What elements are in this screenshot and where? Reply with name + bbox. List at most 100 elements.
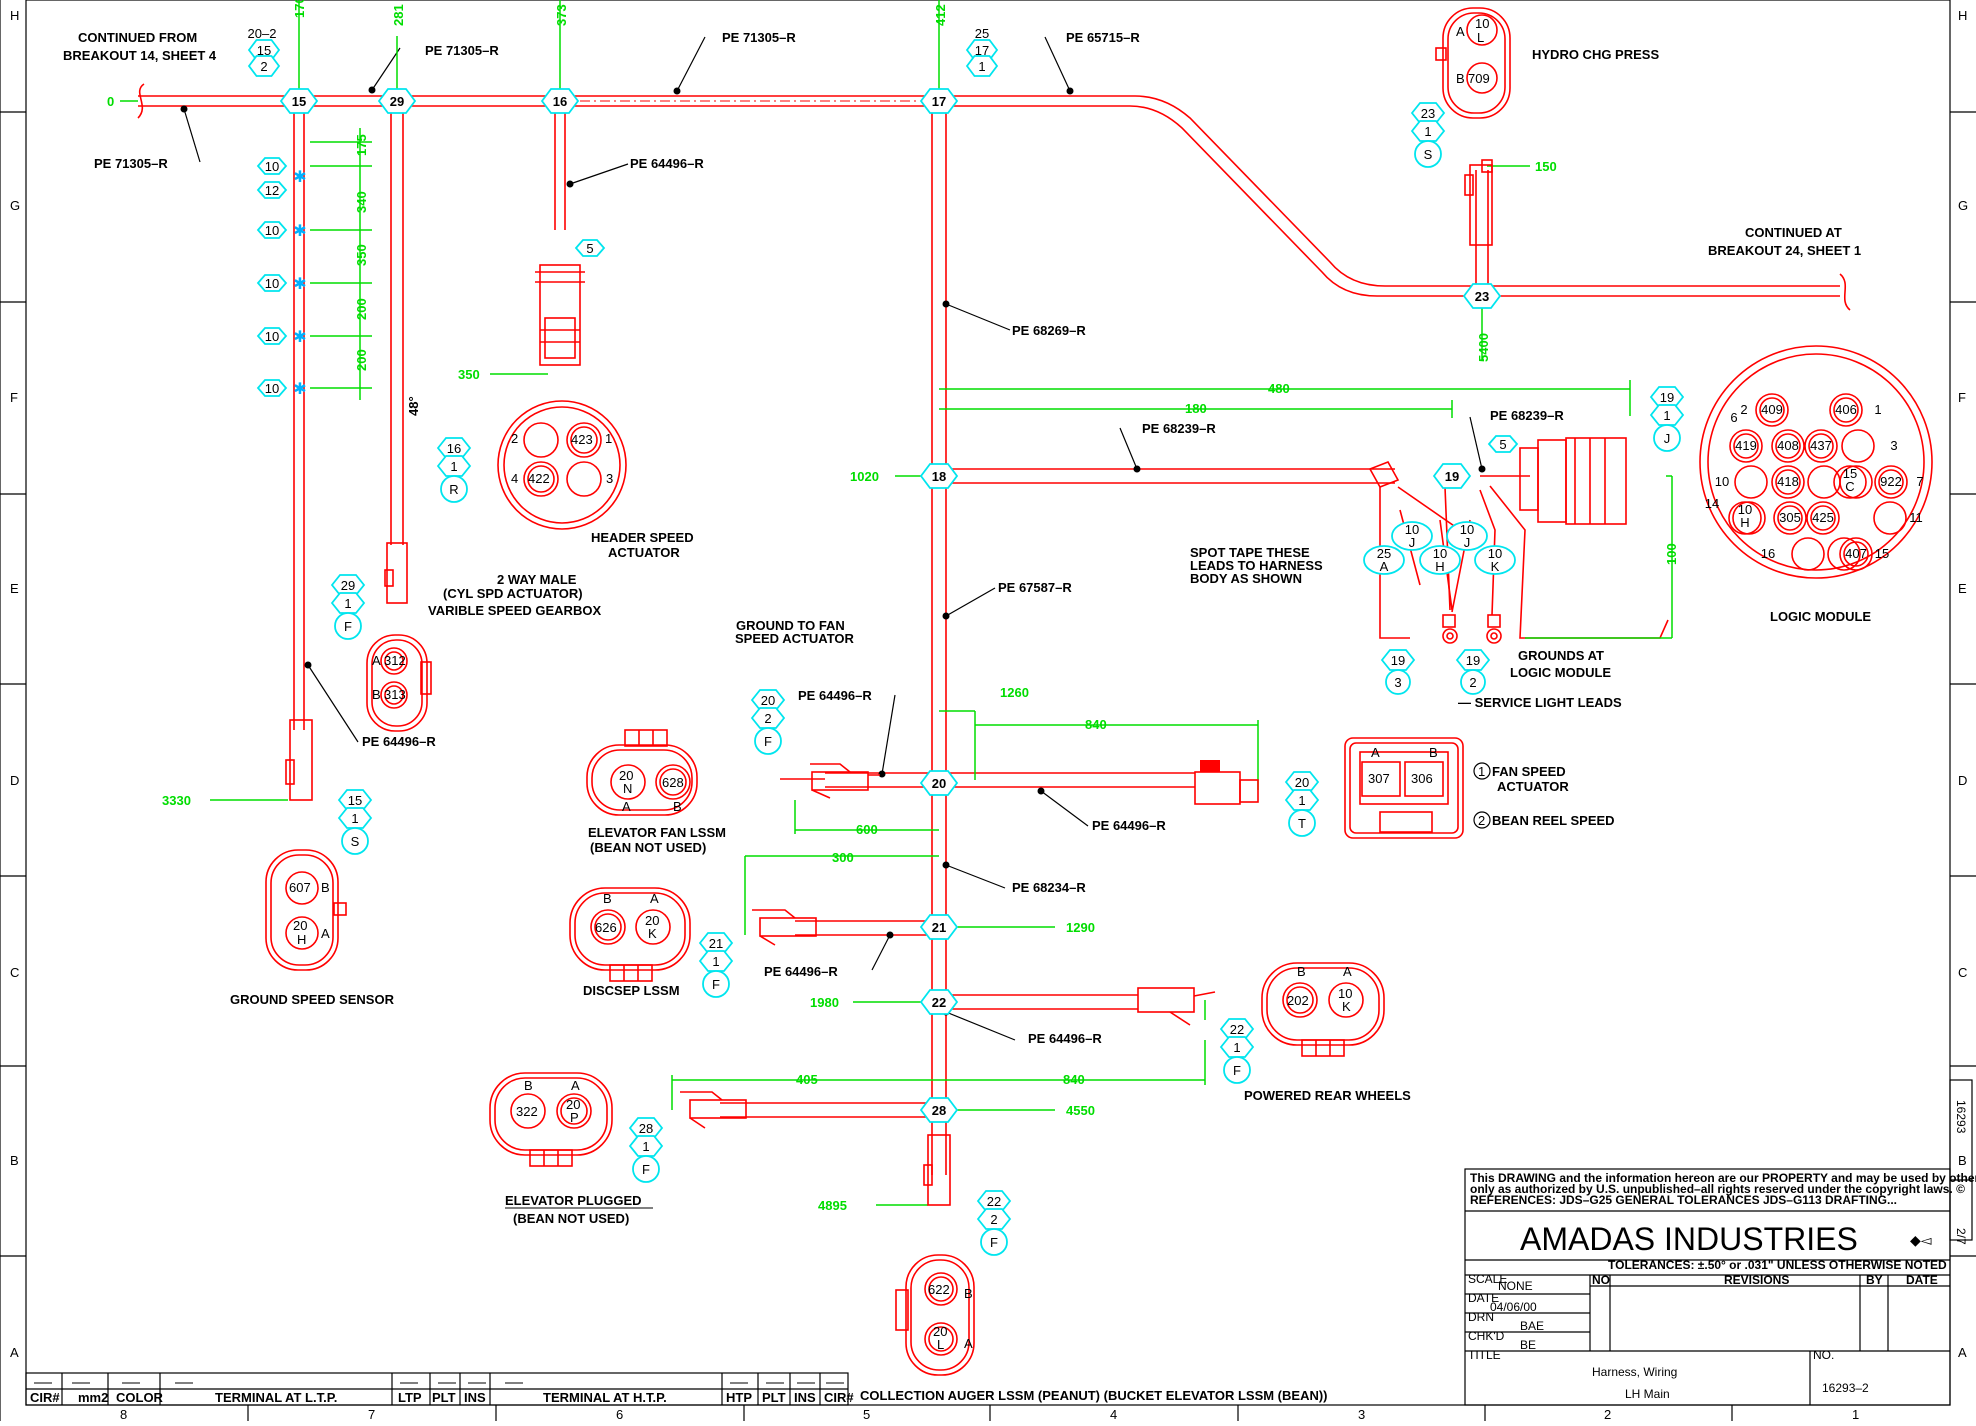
logic-pin-number: 6 — [1730, 410, 1737, 425]
node-20 — [919, 770, 959, 796]
header-pin-1: 1 — [605, 431, 612, 446]
tag-19-3-top-text: 19 — [1391, 653, 1405, 668]
date-value: 04/06/00 — [1490, 1300, 1537, 1314]
node-16 — [540, 88, 580, 114]
notice-1: This DRAWING and the information hereon … — [1470, 1171, 1976, 1185]
hydro-cav-b: 709 — [1468, 71, 1490, 86]
node-29 — [377, 88, 417, 114]
tag-20-1t-mid — [1284, 789, 1320, 811]
node-label: 21 — [932, 920, 946, 935]
rear-wheels-title: POWERED REAR WHEELS — [1244, 1088, 1411, 1103]
logic-module-title: LOGIC MODULE — [1770, 609, 1871, 624]
dim-value: 3330 — [162, 793, 191, 808]
tag-text: 15 — [257, 43, 271, 58]
node-15 — [279, 88, 319, 114]
logic-cavity-text: 419 — [1735, 438, 1757, 453]
logic-pin-number: 15 — [1875, 546, 1889, 561]
dim-value: 4895 — [818, 1198, 847, 1213]
dim-value: 412 — [933, 4, 948, 26]
header-cav-423: 423 — [571, 432, 593, 447]
side-number: 16293 — [1954, 1100, 1968, 1134]
dim-value: 340 — [354, 191, 369, 213]
fan-actuator-label-1: GROUND TO FAN — [736, 618, 845, 633]
leader-line — [1044, 36, 1071, 92]
tag-21f-bot — [702, 970, 730, 998]
ladder-tag — [256, 181, 288, 199]
row-label-right: D — [1958, 773, 1967, 788]
node-label: 20 — [932, 776, 946, 791]
logic-module-connector — [1519, 345, 1933, 579]
wire-code: PE 65715–R — [1066, 30, 1140, 45]
fan-speed-pin-b: B — [1429, 745, 1438, 760]
wire-code: PE 64496–R — [798, 688, 872, 703]
lead-bubble — [1446, 521, 1488, 551]
wire-code: PE 64496–R — [1092, 818, 1166, 833]
ladder-asterisk: ✱ — [293, 169, 306, 186]
dim-value: 175 — [354, 134, 369, 156]
leader-line — [183, 108, 201, 163]
tag-19-3-bot-text: 3 — [1394, 675, 1401, 690]
logic-cavity-text: 408 — [1777, 438, 1799, 453]
discsep-cav-k: K — [648, 926, 657, 941]
tag-19-2-bot-text: 2 — [1469, 675, 1476, 690]
auger-cav-l: L — [937, 1337, 944, 1352]
continued-at-line1: CONTINUED AT — [1745, 225, 1842, 240]
tag-29f-top-text: 29 — [341, 578, 355, 593]
elevator-plugged-title-2: (BEAN NOT USED) — [513, 1211, 629, 1226]
logic-cavity — [1806, 501, 1840, 535]
row-label-right: E — [1958, 581, 1967, 596]
drn-value: BAE — [1520, 1319, 1544, 1333]
tag-28f-mid-text: 1 — [642, 1139, 649, 1154]
wire-code: PE 71305–R — [94, 156, 168, 171]
node-label: 23 — [1475, 289, 1489, 304]
fan-speed-n2: 2 — [1478, 813, 1485, 828]
auger-pin-a: A — [964, 1336, 973, 1351]
ladder-tag — [256, 157, 288, 175]
strip-header: COLOR — [116, 1390, 164, 1405]
ladder-tag-text: 12 — [265, 183, 279, 198]
dim-value: 300 — [832, 850, 854, 865]
node-label: 18 — [932, 469, 946, 484]
leader-line — [307, 664, 359, 743]
tag-25: 25 — [975, 26, 989, 41]
elevator-plugged-pin-b: B — [524, 1078, 533, 1093]
ladder-tag-text: 10 — [265, 223, 279, 238]
tag-16r-mid-text: 1 — [450, 459, 457, 474]
fan-speed-n1: 1 — [1478, 764, 1485, 779]
tag-19-3-top — [1380, 649, 1416, 671]
tag-20-2f-mid-text: 2 — [764, 711, 771, 726]
tag-hex — [965, 55, 999, 77]
gearbox-pin-b: B — [372, 687, 381, 702]
collection-auger-connector — [895, 1134, 975, 1376]
node-label: 28 — [932, 1103, 946, 1118]
auger-cav-20: 20 — [933, 1324, 947, 1339]
tag-22-1f-bot — [1223, 1056, 1251, 1084]
wire-code: PE 64496–R — [630, 156, 704, 171]
dim-value: 100 — [1664, 543, 1679, 565]
row-label-right: A — [1958, 1345, 1967, 1360]
header-speed-title-2: ACTUATOR — [608, 545, 680, 560]
hydro-title: HYDRO CHG PRESS — [1532, 47, 1659, 62]
fan-actuator-label-2: SPEED ACTUATOR — [735, 631, 855, 646]
rev-revisions: REVISIONS — [1724, 1273, 1789, 1287]
ground-speed-sensor-connector — [265, 719, 347, 971]
logic-cavity-text: 407 — [1845, 546, 1867, 561]
logic-cavity-inner — [1810, 505, 1836, 531]
hydro-chg-press-connector — [1435, 7, 1511, 246]
wire-code: PE 67587–R — [998, 580, 1072, 595]
dim-value: 180 — [1185, 401, 1207, 416]
elevator-plugged-title-1: ELEVATOR PLUGGED — [505, 1193, 642, 1208]
chk-label: CHK'D — [1468, 1329, 1505, 1343]
ladder-tag — [256, 327, 288, 345]
lead-bubble-bot: J — [1409, 535, 1416, 550]
zone-ticks — [0, 111, 1976, 1421]
lead-bubble-bot: A — [1380, 559, 1389, 574]
tag-28f-mid — [628, 1135, 664, 1157]
wire-tags: 20–215225171231S161R291F151S191J202F201T… — [248, 26, 1685, 1256]
tag-29f-mid-text: 1 — [344, 596, 351, 611]
wire-code: PE 64496–R — [1028, 1031, 1102, 1046]
auger-cav-622: 622 — [928, 1282, 950, 1297]
logic-cavity-inner — [1775, 433, 1801, 459]
